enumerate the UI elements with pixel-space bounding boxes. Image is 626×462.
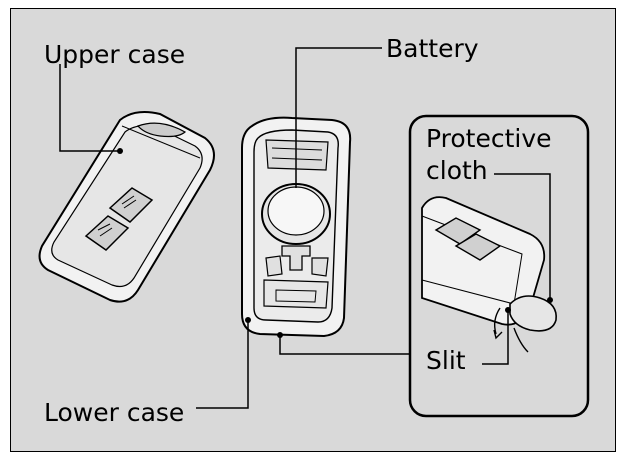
protective-cloth-label-line2: cloth <box>426 156 488 185</box>
battery-label: Battery <box>386 34 479 63</box>
key-fob-diagram <box>10 8 616 452</box>
lower-case-label: Lower case <box>44 398 185 427</box>
slit-leader-case <box>279 335 414 355</box>
upper-case-leader <box>59 64 120 152</box>
battery-leader <box>295 47 382 188</box>
coin-with-cloth-icon <box>493 295 557 353</box>
lower-case-fob <box>241 116 352 338</box>
inset-button-icon <box>434 217 502 261</box>
slit-leader-inset <box>482 310 509 365</box>
upper-case-label: Upper case <box>44 40 186 69</box>
lock-button-icon <box>108 187 154 223</box>
battery-icon <box>261 183 331 245</box>
upper-case-fob <box>38 111 215 303</box>
lower-case-leader <box>196 320 249 409</box>
unlock-button-icon <box>84 215 130 251</box>
cloth-leader <box>494 173 551 300</box>
slit-label: Slit <box>426 346 466 375</box>
protective-cloth-label-line1: Protective <box>426 124 552 153</box>
detail-inset <box>408 114 590 418</box>
diagram-frame: Upper case Battery Protective cloth Slit… <box>10 8 616 452</box>
